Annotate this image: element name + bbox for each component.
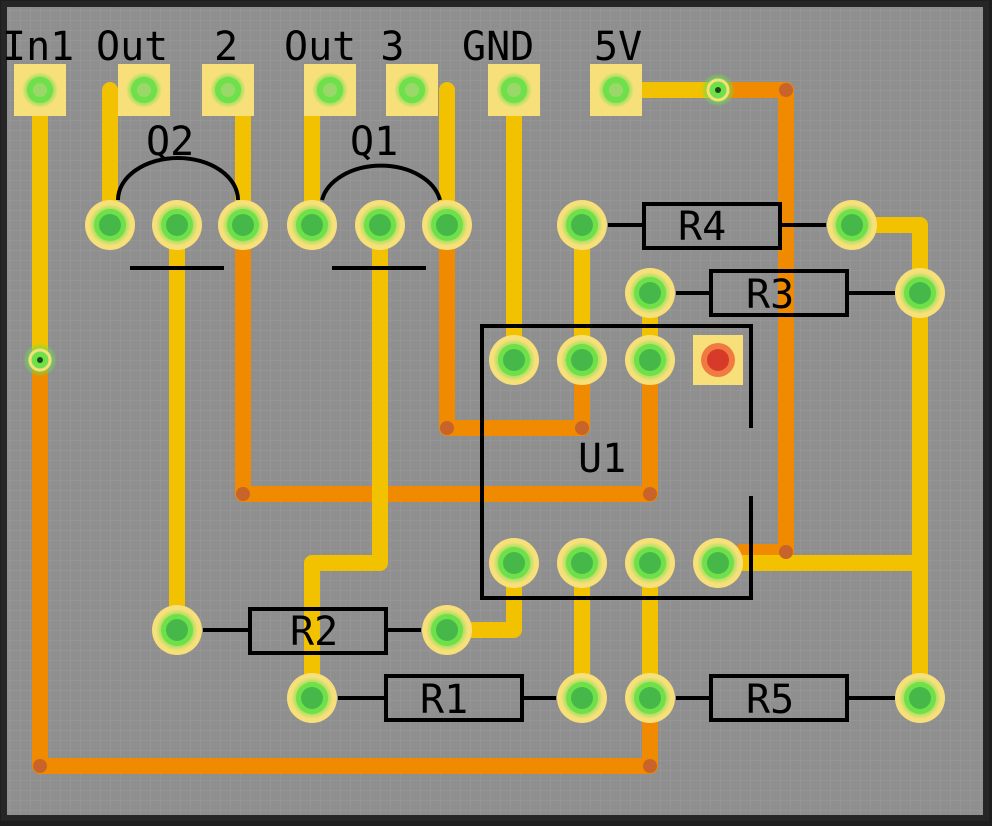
- q2-pin2: [152, 200, 202, 250]
- u1-pin3: [625, 538, 675, 588]
- label-5v: 5V: [594, 24, 642, 70]
- r4-pin2: [827, 200, 877, 250]
- q1-pin1: [287, 200, 337, 250]
- u1-pin1: [489, 538, 539, 588]
- label-r1: R1: [420, 677, 468, 723]
- r3-pin1: [625, 268, 675, 318]
- label-u1: U1: [578, 436, 626, 482]
- label-gnd: GND: [462, 24, 534, 70]
- r2-pin2: [422, 605, 472, 655]
- u1-pin7: [557, 335, 607, 385]
- r2-pin1: [152, 605, 202, 655]
- label-r2: R2: [290, 609, 338, 655]
- pad-out1: [118, 64, 170, 116]
- bottom-traces: [32, 82, 794, 774]
- label-q2: Q2: [146, 119, 194, 165]
- label-in1: In1: [2, 24, 74, 70]
- r3-pin2: [895, 268, 945, 318]
- label-r5: R5: [746, 677, 794, 723]
- label-q1: Q1: [350, 119, 398, 165]
- pad-out3b: [386, 64, 438, 116]
- vias: [23, 73, 793, 773]
- label-out2: 2: [214, 24, 238, 70]
- label-out3: Out 3: [284, 24, 404, 70]
- silkscreen: [116, 156, 895, 722]
- u1-pin8: [489, 335, 539, 385]
- u1-outline: [480, 324, 753, 600]
- r4-pin1: [557, 200, 607, 250]
- q2-pin3: [218, 200, 268, 250]
- u1-pin4: [693, 538, 743, 588]
- label-out1: Out: [96, 24, 168, 70]
- pad-out3: [304, 64, 356, 116]
- u1-pin2: [557, 538, 607, 588]
- u1-pin6: [625, 335, 675, 385]
- r1-pin2: [557, 673, 607, 723]
- connector-pads: [14, 64, 642, 116]
- pad-gnd: [488, 64, 540, 116]
- component-pads: [85, 200, 945, 723]
- u1-pin5: [693, 335, 743, 385]
- silkscreen-labels: In1 Out 2 Out 3 GND 5V Q2 Q1 U1 R4 R3 R2…: [2, 24, 794, 723]
- r1-pin1: [287, 673, 337, 723]
- q1-pin2: [355, 200, 405, 250]
- label-r4: R4: [678, 204, 726, 250]
- q2-outline: [116, 156, 240, 201]
- q1-outline: [320, 163, 442, 201]
- r5-pin1: [625, 673, 675, 723]
- pad-in1: [14, 64, 66, 116]
- r5-pin2: [895, 673, 945, 723]
- q2-pin1: [85, 200, 135, 250]
- via-in1: [23, 343, 57, 377]
- via-5v: [701, 73, 735, 107]
- pad-out2: [202, 64, 254, 116]
- pad-5v: [590, 64, 642, 116]
- label-r3: R3: [746, 272, 794, 318]
- q1-pin3: [422, 200, 472, 250]
